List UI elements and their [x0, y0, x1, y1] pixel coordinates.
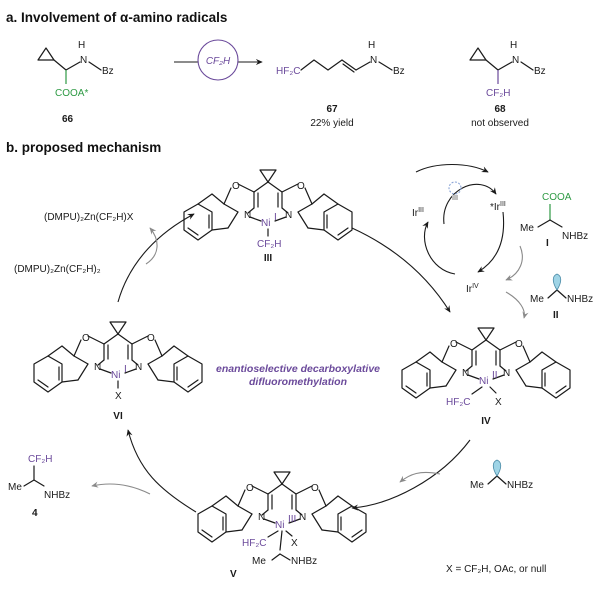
complex-III-label: III	[264, 253, 273, 264]
radical-II: Me NHBz II	[530, 273, 593, 321]
cpd66-cooa: COOA*	[55, 88, 88, 99]
compound-67: HF₂C H N Bz 67 22% yield	[276, 40, 405, 129]
svg-text:N: N	[135, 362, 142, 373]
complex-VI-ni: Ni	[111, 370, 120, 381]
cpd68-label: 68	[494, 104, 506, 115]
svg-text:O: O	[147, 333, 155, 344]
reagent-label: CF₂H	[206, 56, 231, 67]
nickel-cycle-arrows	[117, 213, 471, 513]
complex-V-hf2c: HF₂C	[242, 538, 266, 549]
product-4-label: 4	[32, 508, 38, 519]
svg-text:O: O	[232, 181, 240, 192]
svg-text:N: N	[258, 512, 265, 523]
svg-text:NHBz: NHBz	[44, 490, 70, 501]
svg-text:NHBz: NHBz	[507, 480, 533, 491]
svg-text:I: I	[124, 364, 127, 375]
cpd68-h: H	[510, 40, 517, 51]
cpd66-bz: Bz	[102, 66, 114, 77]
complex-IV: O O N N Ni II HF₂C X IV	[401, 327, 571, 427]
complex-V-ni: Ni	[275, 520, 284, 531]
zn-product: (DMPU)₂Zn(CF₂H)X	[44, 212, 134, 223]
ir3-label: IrIII	[412, 207, 424, 219]
complex-IV-label: IV	[481, 416, 491, 427]
svg-text:O: O	[450, 339, 458, 350]
svg-text:N: N	[94, 362, 101, 373]
svg-text:Me: Me	[470, 480, 484, 491]
cpd68-status: not observed	[471, 118, 529, 129]
complex-V-x: X	[291, 538, 298, 549]
complex-V-me: Me	[252, 556, 266, 567]
mechanism-note-line1: enantioselective decarboxylative	[216, 363, 380, 375]
reaction-arrow-a: CF₂H	[174, 39, 263, 81]
svg-text:III: III	[288, 514, 296, 525]
light-bulb-icon	[448, 181, 462, 200]
cpd67-h: H	[368, 40, 375, 51]
x-definition-note: X = CF₂H, OAc, or null	[446, 564, 546, 575]
iridium-photocycle: IrIII *IrIII IrIV	[412, 164, 529, 319]
radical-II-label: II	[553, 310, 559, 321]
substrate-I-label: I	[546, 238, 549, 249]
svg-text:O: O	[82, 333, 90, 344]
complex-V: O O N N Ni III HF₂C X Me NHBz V	[197, 471, 367, 580]
complex-III: O O N N Ni I CF₂H III	[183, 169, 353, 264]
zn-reagent: (DMPU)₂Zn(CF₂H)₂	[14, 264, 101, 275]
svg-text:NHBz: NHBz	[562, 231, 588, 242]
svg-text:I: I	[274, 212, 277, 223]
svg-text:N: N	[503, 368, 510, 379]
ir4-label: IrIV	[466, 283, 479, 295]
svg-text:NHBz: NHBz	[567, 294, 593, 305]
svg-text:O: O	[246, 483, 254, 494]
svg-text:N: N	[244, 210, 251, 221]
complex-VI: O O N N Ni I X VI	[33, 321, 203, 422]
svg-text:O: O	[311, 483, 319, 494]
complex-IV-ni: Ni	[479, 376, 488, 387]
panel-a-heading: a. Involvement of α-amino radicals	[6, 10, 227, 25]
cpd68-n: N	[512, 55, 519, 66]
svg-text:O: O	[297, 181, 305, 192]
cpd68-cf2h: CF₂H	[486, 88, 510, 99]
compound-68: H N Bz CF₂H 68 not observed	[469, 40, 546, 129]
mechanism-note-line2: difluoromethylation	[249, 376, 347, 388]
zinc-reagents: (DMPU)₂Zn(CF₂H)X (DMPU)₂Zn(CF₂H)₂	[14, 212, 158, 275]
svg-text:N: N	[285, 210, 292, 221]
radical-orbital-icon	[552, 273, 562, 291]
svg-text:Me: Me	[520, 223, 534, 234]
svg-text:O: O	[515, 339, 523, 350]
cpd67-hf2c: HF₂C	[276, 66, 300, 77]
cpd67-label: 67	[326, 104, 338, 115]
complex-III-ni: Ni	[261, 218, 270, 229]
complex-V-label: V	[230, 569, 237, 580]
svg-text:CF₂H: CF₂H	[28, 454, 52, 465]
complex-IV-hf2c: HF₂C	[446, 397, 470, 408]
complex-V-nhbz: NHBz	[291, 556, 317, 567]
radical-addition: Me NHBz	[399, 459, 533, 491]
complex-VI-label: VI	[113, 411, 123, 422]
complex-III-cf2h: CF₂H	[257, 239, 281, 250]
complex-IV-x: X	[495, 397, 502, 408]
product-4: CF₂H Me NHBz 4	[8, 454, 151, 519]
ir3-excited-label: *IrIII	[490, 201, 506, 213]
complex-VI-x: X	[115, 391, 122, 402]
cpd67-n: N	[370, 55, 377, 66]
cpd66-label: 66	[62, 114, 74, 125]
svg-text:Me: Me	[8, 482, 22, 493]
svg-text:N: N	[462, 368, 469, 379]
panel-b-heading: b. proposed mechanism	[6, 140, 161, 155]
radical-orbital-icon-2	[492, 459, 502, 477]
compound-66: H N Bz COOA* 66	[37, 40, 114, 125]
cpd67-yield: 22% yield	[310, 118, 353, 129]
svg-text:II: II	[492, 370, 498, 381]
svg-text:COOA: COOA	[542, 192, 572, 203]
substrate-I: COOA Me NHBz I	[520, 192, 588, 249]
svg-text:N: N	[299, 512, 306, 523]
svg-text:Me: Me	[530, 294, 544, 305]
cpd67-bz: Bz	[393, 66, 405, 77]
cpd66-h: H	[78, 40, 85, 51]
cpd66-n: N	[80, 55, 87, 66]
cpd68-bz: Bz	[534, 66, 546, 77]
